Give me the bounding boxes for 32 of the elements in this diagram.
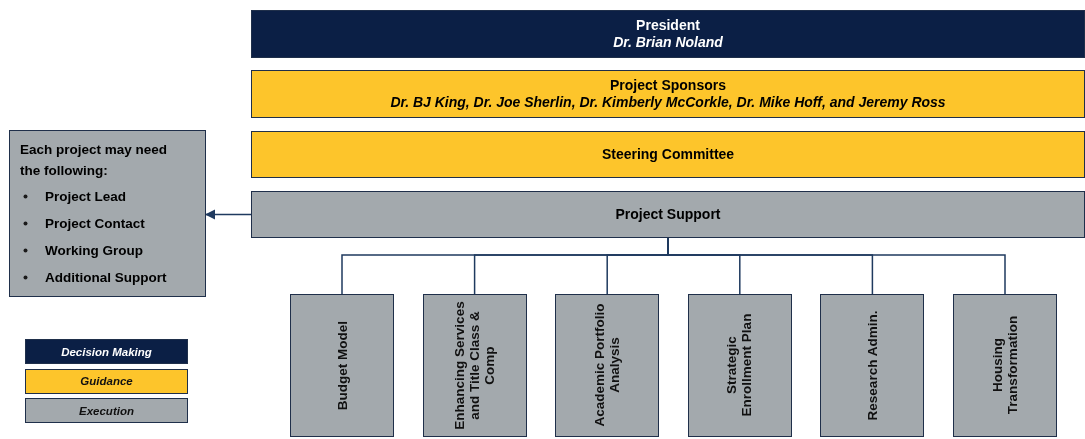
node-title: Academic Portfolio Analysis bbox=[591, 302, 622, 429]
node-title: President bbox=[636, 17, 700, 34]
project-box bbox=[290, 294, 394, 437]
project-box bbox=[820, 294, 925, 437]
project-box bbox=[555, 294, 660, 437]
project-box bbox=[422, 294, 527, 437]
node-title: Steering Committee bbox=[601, 146, 735, 163]
legend-label: Decision Making bbox=[61, 345, 152, 358]
project-box bbox=[953, 294, 1057, 437]
node-title: Project Support bbox=[615, 206, 721, 223]
list-item: Working Group bbox=[20, 237, 183, 264]
legend-label: Execution bbox=[79, 404, 134, 417]
connector-line bbox=[204, 209, 252, 220]
note-box bbox=[9, 130, 206, 297]
note-heading: Each project may need the following: bbox=[20, 141, 169, 180]
sponsor-box bbox=[251, 70, 1085, 118]
node-title: Strategic Enrollment Plan bbox=[724, 312, 755, 419]
node-title: Research Admin. bbox=[864, 309, 880, 422]
node-title: Housing Transformation bbox=[989, 314, 1020, 417]
list-item: Project Contact bbox=[20, 210, 183, 237]
legend-label: Guidance bbox=[80, 375, 133, 387]
project-box bbox=[687, 294, 792, 437]
list-item: Project Lead bbox=[20, 183, 183, 210]
node-title: Enhancing Services and Title Class & Comp bbox=[451, 300, 497, 430]
node-title: Budget Model bbox=[334, 319, 349, 412]
committee-box bbox=[251, 131, 1085, 178]
list-item: Additional Support bbox=[20, 264, 183, 291]
node-subtitle: Dr. Brian Noland bbox=[613, 34, 723, 51]
leadership-box bbox=[251, 10, 1085, 58]
support-box bbox=[251, 191, 1085, 238]
node-subtitle: Dr. BJ King, Dr. Joe Sherlin, Dr. Kimberly McCorkle, Dr. Mike Hoff, and Jeremy Ross bbox=[390, 94, 946, 111]
node-title: Project Sponsors bbox=[610, 77, 726, 94]
